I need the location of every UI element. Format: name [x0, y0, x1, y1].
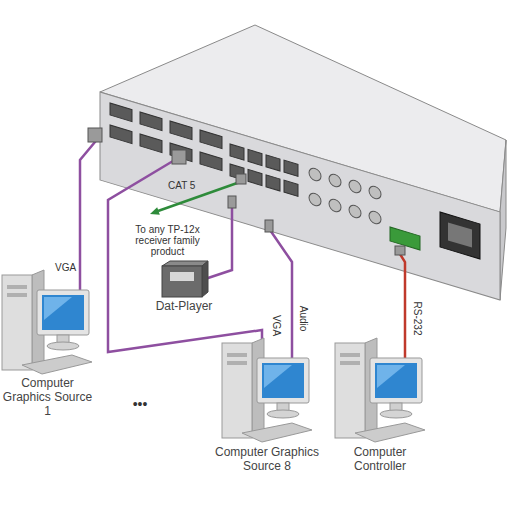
- node-label: Computer Graphics Source 1: [0, 377, 95, 418]
- ellipsis-dots: •••: [133, 397, 148, 412]
- computer-node: Dat-Player: [148, 300, 220, 314]
- signal-name: Audio: [298, 305, 309, 331]
- computer-node: Computer Graphics Source 1: [0, 377, 95, 418]
- signal-name: VGA: [55, 262, 76, 273]
- computer-node: Computer Graphics Source 8: [205, 446, 329, 474]
- cable-name: CAT 5: [168, 180, 195, 191]
- signal-name: RS-232: [413, 301, 424, 335]
- signal-name: VGA: [272, 314, 283, 335]
- note-text: To any TP-12x receiver family product: [120, 224, 215, 257]
- node-label: Computer Controller: [330, 446, 430, 474]
- computer-node: Computer Controller: [330, 446, 430, 474]
- node-label: Computer Graphics Source 8: [205, 446, 329, 474]
- node-label: Dat-Player: [148, 300, 220, 314]
